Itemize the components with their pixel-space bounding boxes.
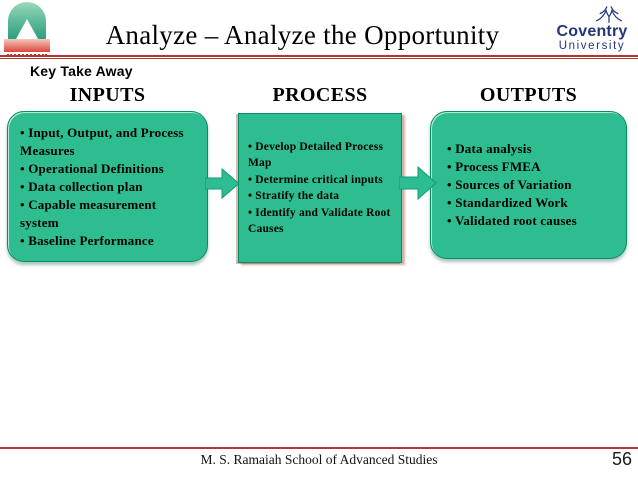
logo-arch-shape (8, 2, 46, 39)
bullet-item: • Baseline Performance (20, 233, 154, 248)
inputs-header: INPUTS (69, 84, 146, 106)
arrow-process-to-outputs-icon (399, 166, 437, 200)
inputs-box: • Input, Output, and Process Measures • O… (7, 111, 208, 262)
coventry-phoenix-icon (595, 6, 623, 23)
bullet-item: • Sources of Variation (447, 177, 572, 192)
arrow-inputs-to-process-icon (205, 168, 240, 199)
logo-triangle-icon (16, 19, 38, 39)
bullet-item: • Determine critical inputs (248, 173, 383, 186)
bullet-item: • Stratify the data (248, 190, 340, 202)
bullet-item: • Operational Definitions (20, 161, 164, 176)
inputs-list: • Input, Output, and Process Measures • O… (20, 124, 196, 250)
footer-institution: M. S. Ramaiah School of Advanced Studies (200, 452, 438, 467)
bullet-item: • Identify and Validate Root Causes (248, 206, 391, 236)
header-divider (0, 55, 638, 59)
page-title: Analyze – Analyze the Opportunity (105, 20, 500, 50)
bullet-item: • Data collection plan (20, 179, 143, 194)
outputs-list: • Data analysis • Process FMEA • Sources o… (447, 140, 616, 230)
footer-divider (0, 447, 638, 449)
bullet-item: • Data analysis (447, 141, 532, 156)
institution-logo (4, 2, 50, 58)
outputs-box: • Data analysis • Process FMEA • Sources o… (430, 111, 627, 259)
process-list: • Develop Detailed Process Map • Determin… (248, 139, 392, 238)
process-box: • Develop Detailed Process Map • Determin… (238, 113, 402, 263)
bullet-item: • Process FMEA (447, 159, 541, 174)
bullet-item: • Capable measurement system (20, 197, 157, 230)
key-take-away-label: Key Take Away (30, 63, 133, 79)
logo-red-band (4, 39, 50, 52)
coventry-logo-line1: Coventry (556, 23, 628, 40)
bullet-item: • Input, Output, and Process Measures (20, 125, 184, 158)
bullet-item: • Validated root causes (447, 213, 577, 228)
page-number: 56 (611, 449, 632, 469)
bullet-item: • Develop Detailed Process Map (248, 140, 384, 170)
bullet-item: • Standardized Work (447, 195, 568, 210)
coventry-logo-line2: University (558, 40, 626, 52)
outputs-header: OUTPUTS (479, 84, 578, 106)
process-header: PROCESS (272, 84, 368, 106)
coventry-logo: Coventry University (552, 4, 632, 53)
